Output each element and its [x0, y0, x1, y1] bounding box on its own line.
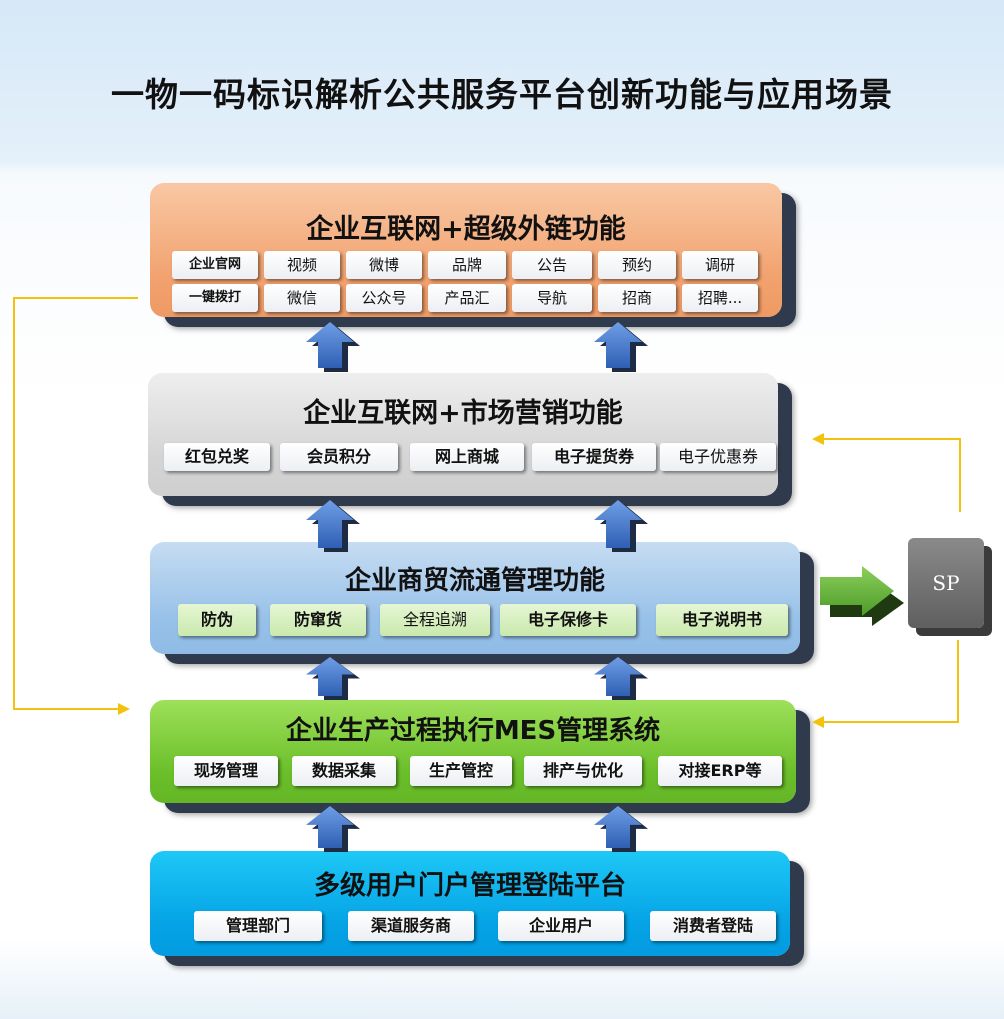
right-connector-top-arrowhead [812, 433, 824, 445]
layer-marketing: 企业互联网+市场营销功能 红包兑奖 会员积分 网上商城 电子提货券 电子优惠券 [148, 373, 778, 496]
item-brand[interactable]: 品牌 [428, 251, 506, 279]
layer-title: 企业商贸流通管理功能 [344, 566, 605, 596]
item-notice[interactable]: 公告 [512, 251, 592, 279]
item-survey[interactable]: 调研 [682, 251, 758, 279]
item-consumer-login[interactable]: 消费者登陆 [650, 911, 776, 941]
up-arrow-icon [594, 500, 642, 548]
item-enterprise-user[interactable]: 企业用户 [498, 911, 624, 941]
item-data-collection[interactable]: 数据采集 [292, 756, 396, 786]
right-connector-bottom-arrowhead [812, 716, 824, 728]
layer-title: 企业生产过程执行MES管理系统 [285, 716, 661, 746]
item-full-traceability[interactable]: 全程追溯 [380, 604, 490, 636]
left-connector-arrowhead [118, 703, 130, 715]
item-online-mall[interactable]: 网上商城 [410, 443, 524, 471]
layer-title: 多级用户门户管理登陆平台 [313, 871, 626, 901]
item-scheduling-optimization[interactable]: 排产与优化 [524, 756, 642, 786]
item-production-control[interactable]: 生产管控 [410, 756, 512, 786]
item-wechat[interactable]: 微信 [264, 284, 340, 312]
layer-portal: 多级用户门户管理登陆平台 管理部门 渠道服务商 企业用户 消费者登陆 [150, 851, 790, 956]
up-arrow-icon [594, 806, 642, 848]
right-connector-bottom [824, 640, 959, 723]
left-connector-line [13, 297, 138, 710]
item-e-coupon[interactable]: 电子优惠券 [660, 443, 776, 471]
item-red-packet[interactable]: 红包兑奖 [164, 443, 270, 471]
up-arrow-icon [594, 322, 642, 368]
up-arrow-icon [306, 500, 354, 548]
layer-super-external-links: 企业互联网+超级外链功能 企业官网 视频 微博 品牌 公告 预约 调研 一键拨打… [150, 183, 782, 317]
layer-mes: 企业生产过程执行MES管理系统 现场管理 数据采集 生产管控 排产与优化 对接E… [150, 700, 796, 803]
green-right-arrow [820, 566, 904, 626]
item-anti-channel-conflict[interactable]: 防窜货 [270, 604, 366, 636]
page-title: 一物一码标识解析公共服务平台创新功能与应用场景 [111, 75, 893, 114]
item-enterprise-website[interactable]: 企业官网 [172, 251, 258, 279]
item-one-click-call[interactable]: 一键拨打 [172, 284, 258, 312]
item-investment[interactable]: 招商 [598, 284, 676, 312]
item-channel-provider[interactable]: 渠道服务商 [348, 911, 474, 941]
item-video[interactable]: 视频 [264, 251, 340, 279]
item-weibo[interactable]: 微博 [346, 251, 422, 279]
layer-circulation: 企业商贸流通管理功能 防伪 防窜货 全程追溯 电子保修卡 电子说明书 [150, 542, 800, 654]
up-arrow-icon [306, 657, 354, 696]
item-member-points[interactable]: 会员积分 [280, 443, 398, 471]
sp-node: SP [908, 538, 984, 628]
right-connector-top [824, 438, 961, 512]
up-arrow-icon [306, 322, 354, 368]
item-product-hub[interactable]: 产品汇 [428, 284, 506, 312]
item-recruitment[interactable]: 招聘... [682, 284, 758, 312]
item-e-warranty[interactable]: 电子保修卡 [500, 604, 636, 636]
layer-title: 企业互联网+市场营销功能 [303, 398, 623, 429]
layer-title: 企业互联网+超级外链功能 [306, 214, 626, 245]
item-site-management[interactable]: 现场管理 [174, 756, 278, 786]
item-e-voucher[interactable]: 电子提货券 [532, 443, 656, 471]
item-erp-integration[interactable]: 对接ERP等 [658, 756, 782, 786]
item-management-dept[interactable]: 管理部门 [194, 911, 322, 941]
item-navigation[interactable]: 导航 [512, 284, 592, 312]
item-official-account[interactable]: 公众号 [346, 284, 422, 312]
up-arrow-icon [306, 806, 354, 848]
item-reservation[interactable]: 预约 [598, 251, 676, 279]
up-arrow-icon [594, 657, 642, 696]
item-anti-counterfeit[interactable]: 防伪 [178, 604, 256, 636]
item-e-manual[interactable]: 电子说明书 [656, 604, 788, 636]
